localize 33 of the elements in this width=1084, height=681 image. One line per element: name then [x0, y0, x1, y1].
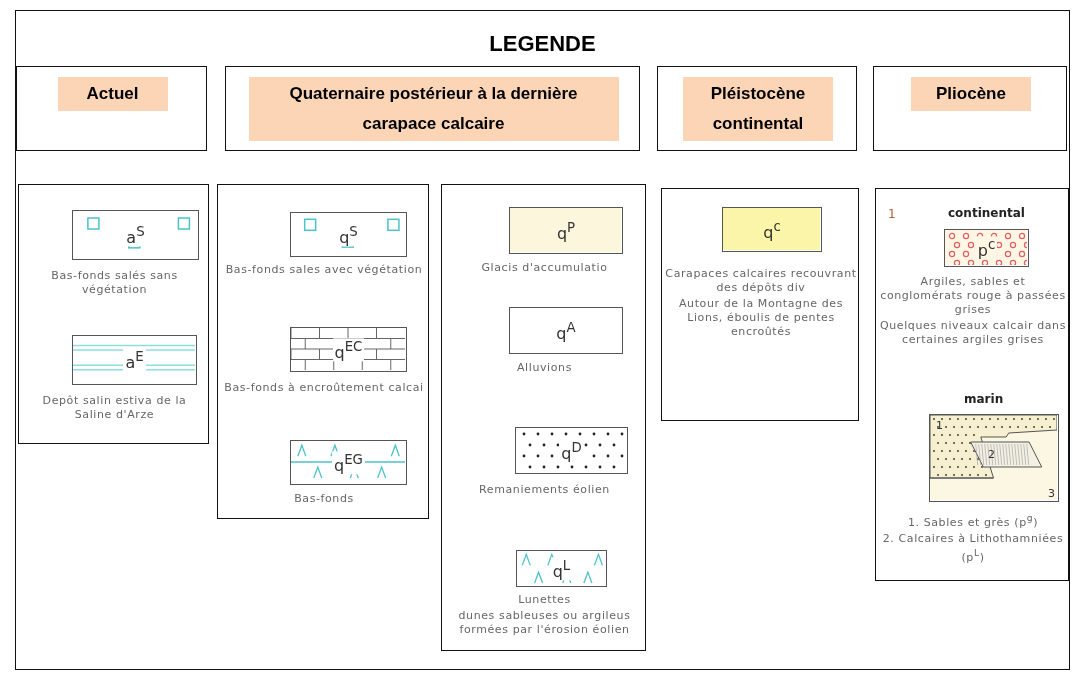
zone-number: 1	[936, 419, 943, 432]
formation-symbol: q$^{L}$	[550, 556, 573, 581]
symbol-caption: Argiles, sables et conglomérats rouge à passées grises	[879, 275, 1067, 317]
symbol-caption: Quelques niveaux calcair dans certaines argiles grises	[879, 319, 1067, 347]
symbol-caption: Lunettes	[517, 593, 572, 607]
symbol-caption: Remaniements éolien	[478, 483, 611, 497]
symbol-caption: Glacis d'accumulatio	[480, 261, 609, 275]
symbol-caption: Bas-fonds	[293, 492, 355, 506]
symbol-caption: Bas-fonds salés sans végétation	[50, 269, 179, 297]
legend-title: LEGENDE	[488, 31, 597, 57]
formation-symbol: q$^{EG}$	[332, 450, 365, 475]
symbol-caption: 2. Calcaires à Lithothamniées (p$^{L}$)	[881, 532, 1065, 565]
period-heading: Pliocène	[911, 77, 1031, 111]
footnote-number: 1	[888, 207, 896, 221]
subsection-heading: marin	[964, 392, 1004, 406]
zone-number: 3	[1048, 487, 1055, 500]
symbol-caption: Depôt salin estiva de la Saline d'Arze	[41, 394, 188, 422]
symbol-caption: Carapaces calcaires recouvrant des dépôts div	[665, 267, 857, 295]
symbol-caption: Autour de la Montagne des Lions, éboulis de pentes encroûtés	[678, 297, 844, 339]
symbol-caption: Alluvions	[516, 361, 573, 375]
subsection-heading: continental	[948, 206, 1025, 220]
period-heading: Actuel	[57, 77, 168, 111]
symbol-caption: Bas-fonds à encroûtement calcai	[224, 381, 424, 395]
formation-symbol: a$^{E}$	[123, 348, 146, 372]
period-heading: Quaternaire postérieur à la dernière carapace calcaire	[248, 77, 619, 141]
symbol-caption: dunes sableuses ou argileus formées par l'érosion éolien	[457, 609, 632, 637]
formation-symbol: p$^{c}$	[975, 236, 998, 260]
symbol-caption: Bas-fonds sales avec végétation	[224, 263, 424, 277]
symbol-caption: 1. Sables et grès (p$^{g}$)	[906, 511, 1040, 530]
formation-symbol: a$^{S}$	[124, 223, 147, 247]
formation-symbol: q$^{EC}$	[332, 337, 365, 362]
period-heading: Pléistocène continental	[683, 77, 833, 141]
zone-number: 2	[988, 448, 995, 461]
